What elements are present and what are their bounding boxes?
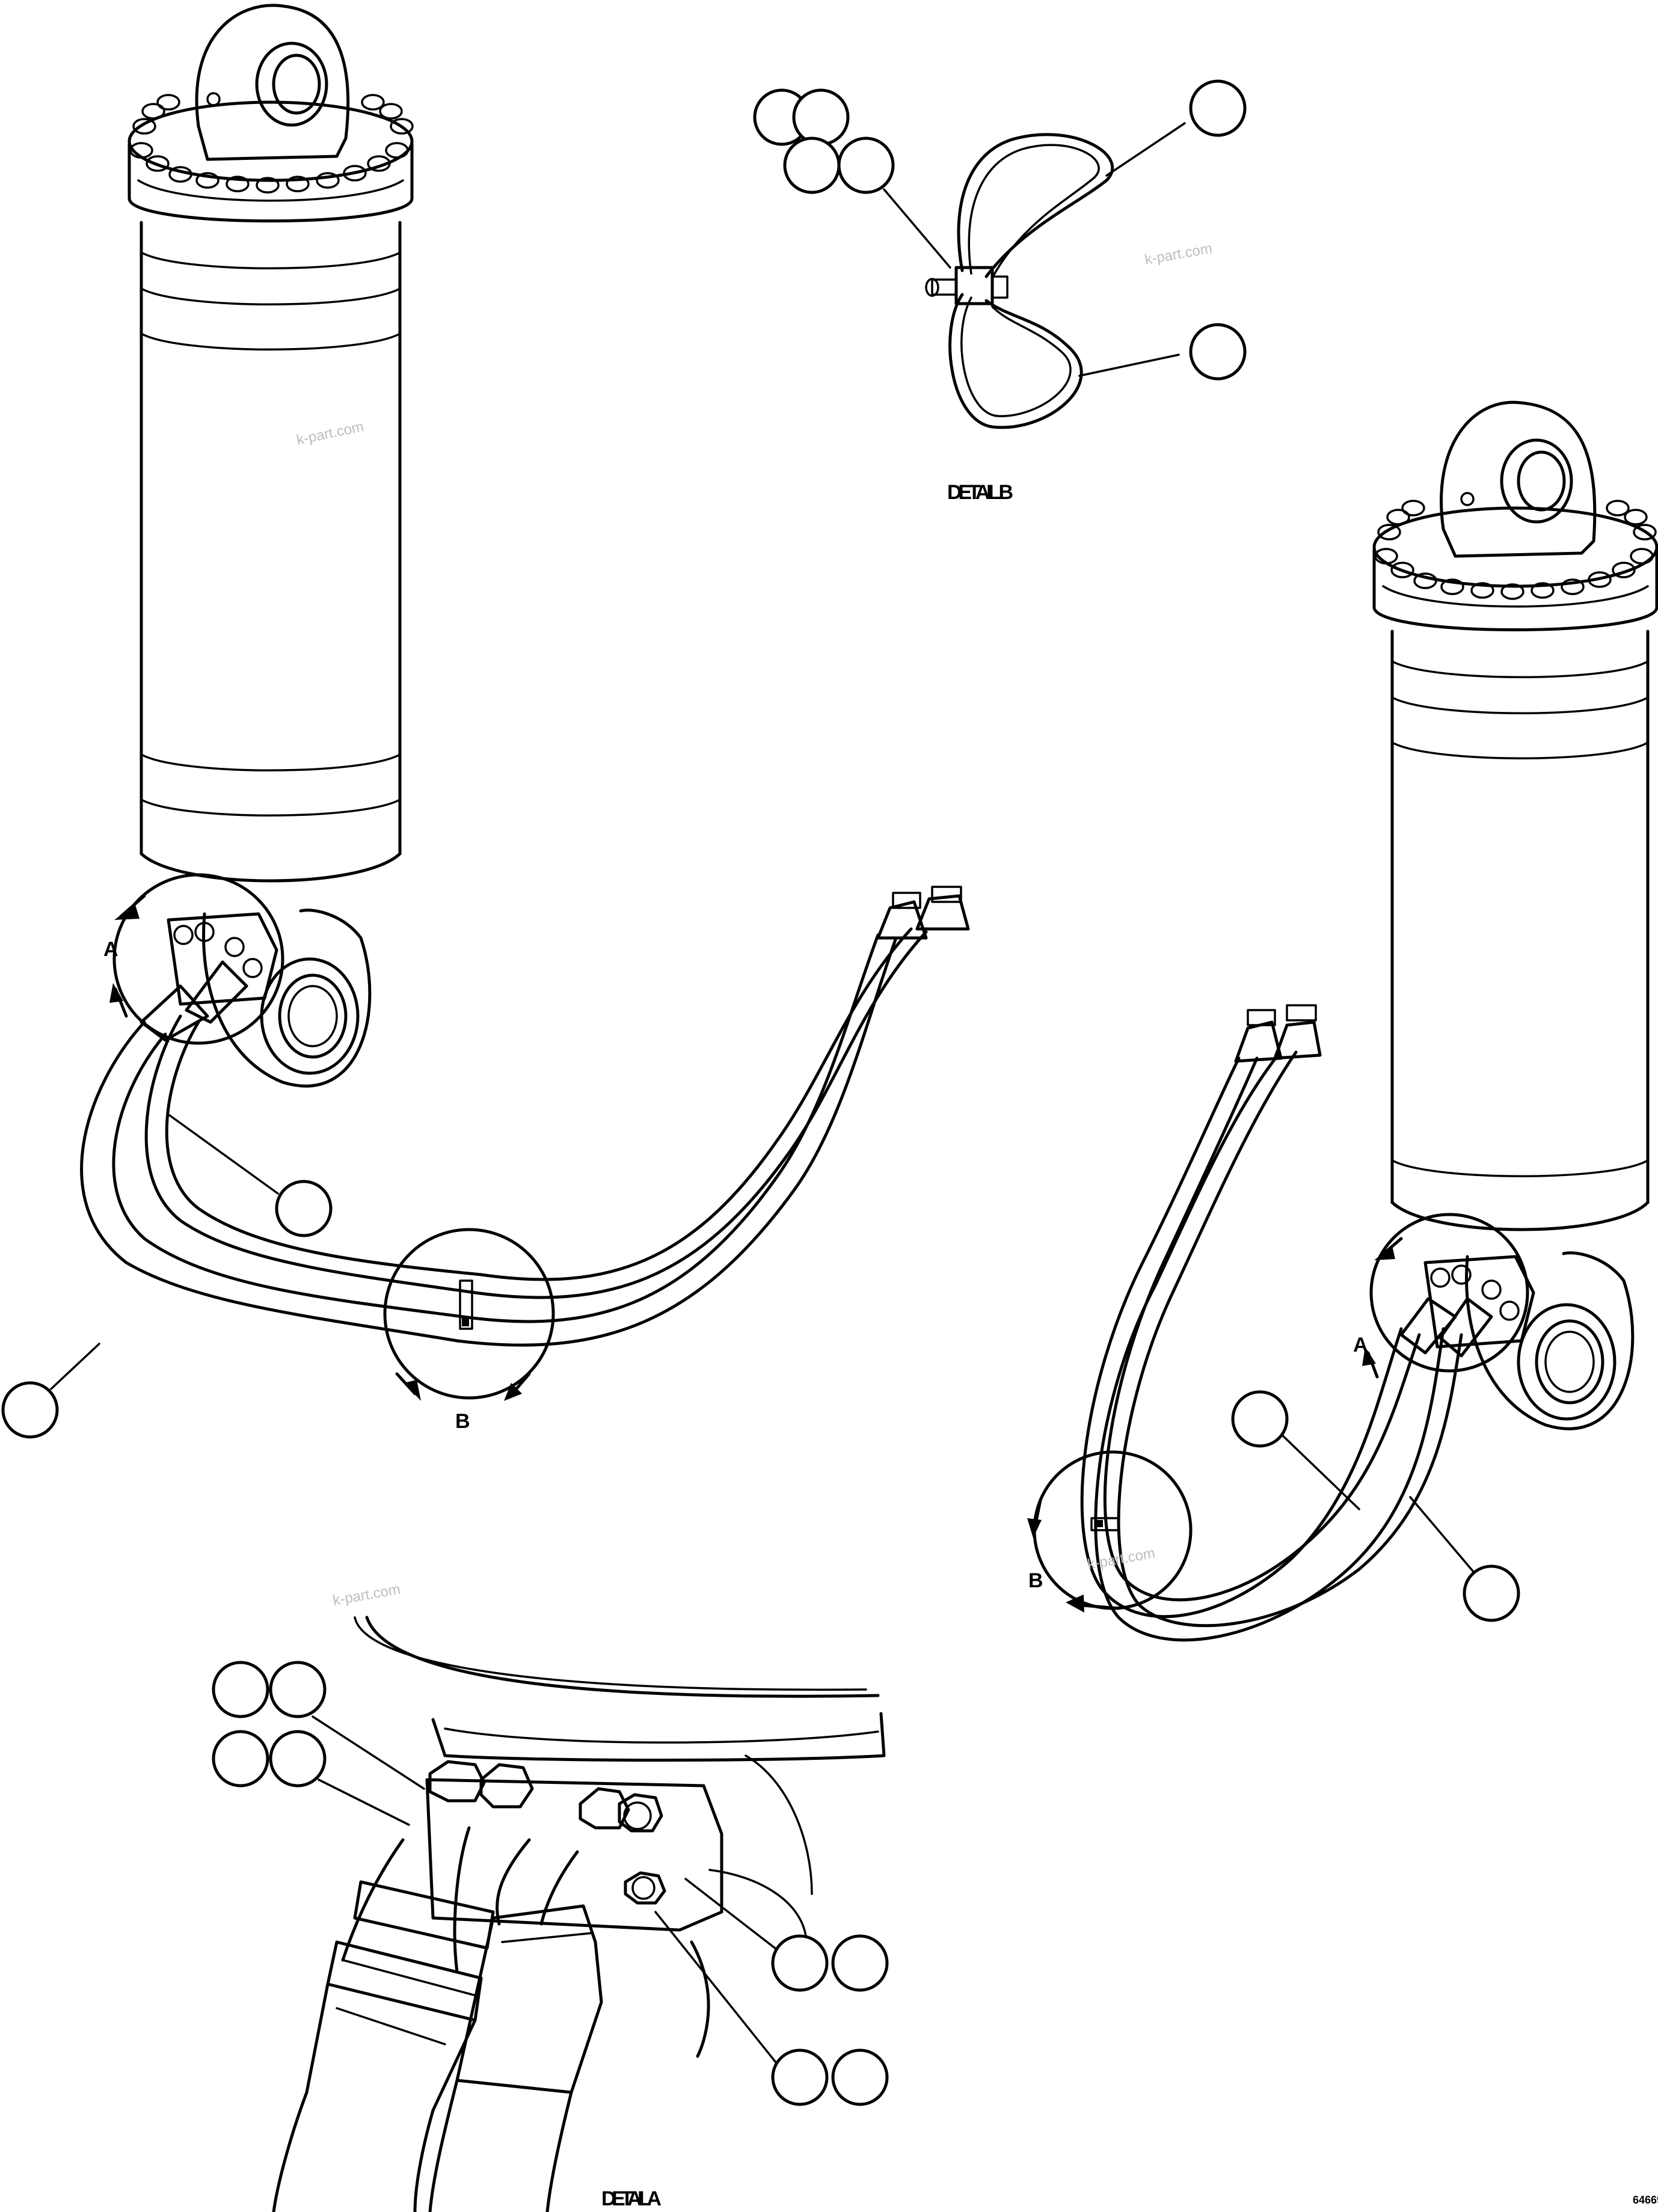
watermarks: k-part.com k-part.com k-part.com k-part.… [295,241,1214,1609]
callout-balloon [212,1730,269,1788]
right-detail-a-callout: A [1353,1213,1529,1379]
callout-balloon [783,136,841,194]
view-b-label-right: B [1028,1569,1043,1592]
detail-b: DETAIL B [753,79,1247,504]
right-cylinder [1372,400,1658,1430]
watermark-text: k-part.com [331,1581,401,1609]
callout-balloon [1189,79,1247,137]
view-a-label-right: A [1353,1334,1368,1356]
callout-balloon [1,1381,59,1439]
detail-a: DETAIL A [212,1616,889,2212]
callout-balloon [269,1661,327,1718]
right-flange-bolts [1374,500,1657,600]
left-cylinder [127,4,414,1088]
left-detail-a-callout: A [103,873,284,1045]
drawing-number: 64669 [1633,2194,1658,2206]
right-detail-b-callout: B [1027,1450,1193,1613]
callout-balloon [212,1661,269,1718]
watermark-text: k-part.com [1143,241,1213,268]
left-hoses [80,886,970,1347]
callout-balloon [837,136,895,194]
callout-balloon [792,88,850,146]
callout-balloon [831,1934,889,1992]
callout-balloon [269,1730,327,1788]
flange-bolts [129,94,414,194]
view-a-label-left: A [103,938,118,961]
callout-balloon [771,1934,829,1992]
watermark-text: k-part.com [295,418,365,449]
callout-balloon [831,2048,889,2106]
right-hoses [1080,1004,1493,1642]
callout-balloon [1463,1564,1520,1622]
detail-b-title: DETAIL B [947,481,1013,504]
detail-a-bolts [428,1760,666,1905]
left-callouts [1,1114,333,1439]
detail-a-title: DETAIL A [601,2187,662,2210]
callout-balloon [1231,1390,1289,1448]
view-b-label-left: B [455,1410,470,1433]
left-detail-b-callout: B [383,1228,555,1433]
callout-balloon [1189,323,1247,381]
callout-balloon [275,1180,333,1237]
right-callouts [1231,1390,1520,1622]
callout-balloon [771,2048,829,2106]
